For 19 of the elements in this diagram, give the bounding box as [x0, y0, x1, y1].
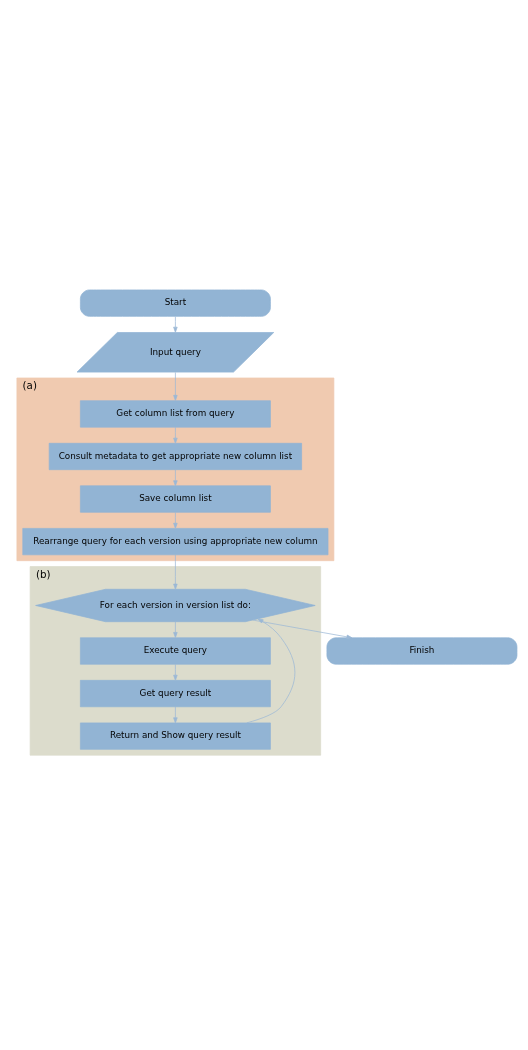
node-box: Save column list — [80, 484, 271, 513]
arrow — [246, 618, 296, 723]
arrow — [173, 468, 178, 486]
arrow — [173, 621, 178, 638]
node-box: Consult metadata to get appropriate new column list — [48, 442, 302, 470]
arrow — [173, 426, 178, 444]
node-box: Execute query — [80, 636, 271, 665]
node-box: Get column list from query — [80, 399, 271, 427]
arrow — [173, 554, 178, 590]
arrow — [173, 371, 178, 401]
arrow — [252, 619, 353, 639]
arrow — [173, 315, 178, 333]
node-box: Return and Show query result — [80, 722, 271, 750]
node-box: Get query result — [80, 679, 271, 707]
node-box: Start — [80, 289, 271, 317]
arrow — [173, 511, 178, 529]
node-box: Rearrange query for each version using appropriate new column — [22, 527, 329, 555]
arrow — [173, 706, 178, 723]
arrow — [173, 663, 178, 681]
